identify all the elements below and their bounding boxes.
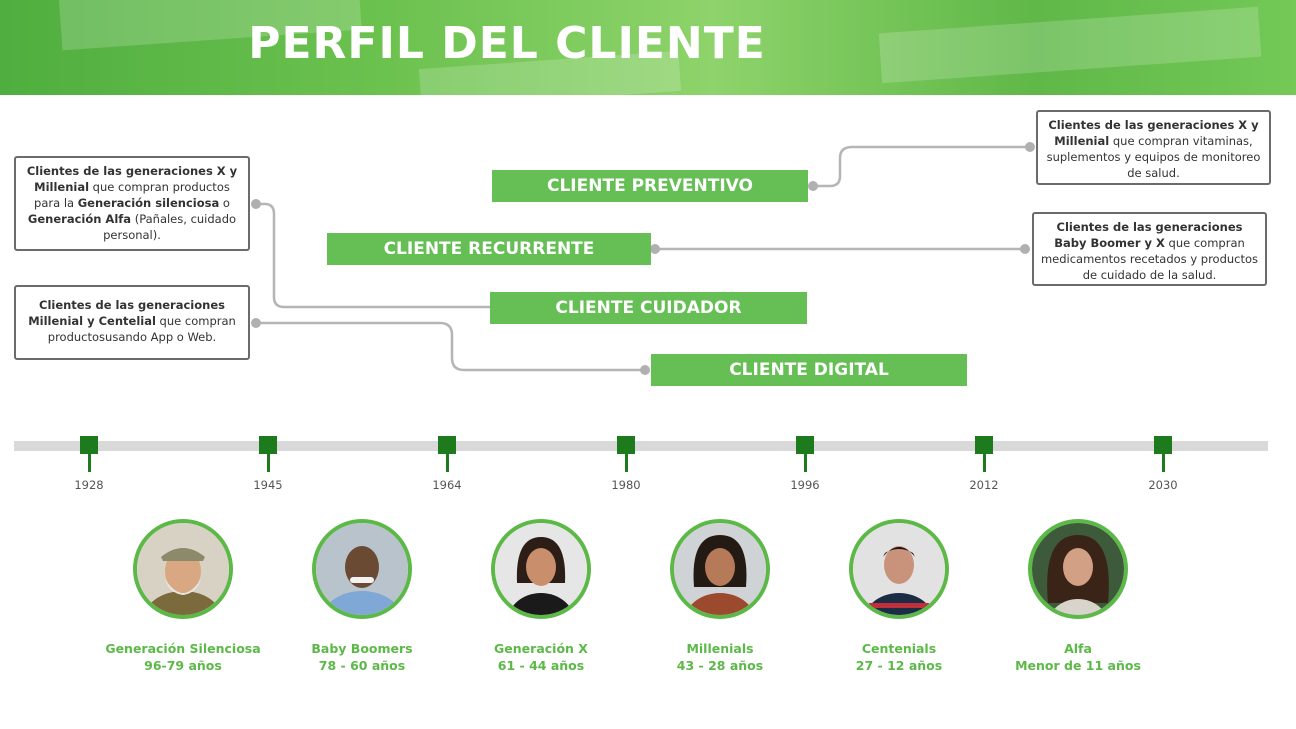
connector-preventivo [813, 145, 1030, 188]
timeline-marker [617, 436, 635, 474]
connector-cuidador [256, 202, 490, 309]
timeline-marker [259, 436, 277, 474]
avatar-centenials [849, 519, 949, 619]
generation-age: 61 - 44 años [497, 658, 585, 673]
year-label: 1928 [74, 478, 104, 492]
year-label: 1996 [790, 478, 820, 492]
timeline-marker [80, 436, 98, 474]
desc-preventivo: Clientes de las generaciones X y Milleni… [1036, 110, 1271, 185]
generation-age: 96-79 años [144, 658, 222, 673]
generation-name: Generación X [494, 641, 588, 656]
client-preventivo-bar: CLIENTE PREVENTIVO [492, 170, 808, 202]
timeline-axis [14, 441, 1268, 451]
avatar-generacion-silenciosa [133, 519, 233, 619]
connector-dot [1020, 244, 1030, 254]
client-cuidador-bar: CLIENTE CUIDADOR [490, 292, 807, 324]
year-label: 1964 [432, 478, 462, 492]
timeline-marker [975, 436, 993, 474]
generation-age: 27 - 12 años [855, 658, 943, 673]
connector-digital [256, 321, 645, 372]
timeline-marker [1154, 436, 1172, 474]
generation-age: 78 - 60 años [318, 658, 406, 673]
connector-dot [650, 244, 660, 254]
client-recurrente-bar: CLIENTE RECURRENTE [327, 233, 651, 265]
year-label: 2012 [969, 478, 999, 492]
generation-name: Alfa [1064, 641, 1092, 656]
generation-name: Millenials [686, 641, 754, 656]
year-label: 1980 [611, 478, 641, 492]
avatar-millenials [670, 519, 770, 619]
desc-digital: Clientes de las generaciones Millenial y… [14, 285, 250, 360]
connector-dot [1025, 142, 1035, 152]
connector-dot [640, 365, 650, 375]
year-label: 1945 [253, 478, 283, 492]
client-digital-bar: CLIENTE DIGITAL [651, 354, 967, 386]
avatar-generacion-x [491, 519, 591, 619]
generation-name: Baby Boomers [311, 641, 413, 656]
desc-cuidador: Clientes de las generaciones X y Milleni… [14, 156, 250, 251]
connector-dot [251, 199, 261, 209]
page-title: PERFIL DEL CLIENTE [248, 18, 766, 69]
desc-recurrente: Clientes de las generaciones Baby Boomer… [1032, 212, 1267, 286]
generation-age: 43 - 28 años [676, 658, 764, 673]
connector-dot [808, 181, 818, 191]
timeline-marker [796, 436, 814, 474]
avatar-alfa [1028, 519, 1128, 619]
connector-dot [251, 318, 261, 328]
generation-name: Generación Silenciosa [105, 641, 261, 656]
generation-age: Menor de 11 años [1015, 658, 1141, 673]
generation-name: Centenials [861, 641, 937, 656]
year-label: 2030 [1148, 478, 1178, 492]
avatar-baby-boomers [312, 519, 412, 619]
timeline-marker [438, 436, 456, 474]
header-banner: PERFIL DEL CLIENTE [0, 0, 1296, 95]
